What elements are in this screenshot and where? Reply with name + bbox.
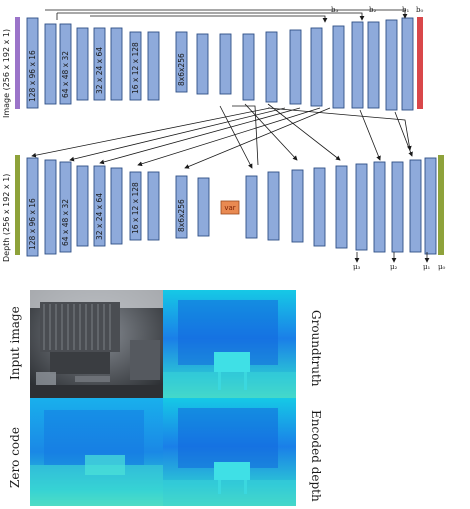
depth-block-label-7: 16 x 12 x 128 [131, 182, 140, 234]
image-block-11 [219, 33, 232, 95]
depth-block-20 [424, 157, 437, 255]
image-block-10 [196, 33, 209, 95]
image-block-15 [310, 27, 323, 107]
cross-connections [31, 103, 413, 169]
depth-block-4 [76, 165, 89, 247]
depth-block-9 [175, 175, 188, 239]
cross-arrow-1 [31, 107, 271, 158]
cross-arrow-2 [69, 107, 286, 162]
depth-block-11 [245, 175, 258, 239]
image-block-8 [147, 31, 160, 101]
input-image [30, 290, 163, 398]
depth-block-label-1: 128 x 96 x 16 [28, 198, 37, 250]
cross-arrow-6 [219, 105, 253, 169]
depth-input-column: Depth (256 x 192 x 1) [2, 155, 20, 262]
depth-block-1 [26, 157, 39, 257]
mu2-label: μ₂ [390, 263, 398, 271]
caption-input-image: Input image [8, 306, 22, 380]
image-block-label-3: 64 x 48 x 32 [61, 51, 70, 98]
image-block-13 [265, 31, 278, 103]
depth-block-3 [59, 161, 72, 253]
depth-block-10 [197, 177, 210, 237]
mu0-label: μ₀ [438, 263, 446, 271]
image-block-17 [351, 21, 364, 109]
depth-block-6 [110, 167, 123, 245]
depth-block-17 [373, 161, 386, 253]
image-input-label: Image (256 x 192 x 1) [2, 29, 11, 118]
image-block-6 [110, 27, 123, 101]
depth-input-bar [15, 155, 20, 255]
depth-block-7 [129, 171, 142, 241]
cross-arrow-8 [267, 103, 341, 161]
depth-block-15 [335, 165, 348, 249]
groundtruth-depth-image [163, 290, 296, 398]
depth-block-label-9: 8x6x256 [177, 199, 186, 232]
cross-arrow-3 [99, 107, 301, 165]
depth-block-label-3: 64 x 48 x 32 [61, 199, 70, 246]
depth-block-19 [409, 159, 422, 253]
depth-block-16 [355, 163, 368, 251]
b0-label: b₀ [416, 6, 423, 14]
image-block-12 [242, 33, 255, 101]
cross-arrow-9 [359, 109, 381, 161]
caption-groundtruth: Groundtruth [309, 310, 323, 387]
depth-block-label-5: 32 x 24 x 64 [95, 193, 104, 240]
var-label: var [224, 204, 235, 212]
mu1-label: μ₁ [423, 263, 431, 271]
encoded-depth-image [163, 398, 296, 506]
image-block-19 [385, 19, 398, 111]
skip-connector-1-line [57, 12, 365, 21]
skip-connector-3-line [45, 9, 408, 19]
depth-block-2 [44, 159, 57, 255]
image-block-7 [129, 31, 142, 101]
depth-block-5 [93, 165, 106, 247]
mu0-bar [438, 155, 444, 255]
skip-connections-top [45, 9, 408, 23]
b2-label: b₂ [369, 6, 376, 14]
skip-connector-2-line [90, 15, 328, 23]
depth-input-label: Depth (256 x 192 x 1) [2, 174, 11, 262]
image-block-label-7: 16 x 12 x 128 [131, 42, 140, 94]
b0-bar [417, 17, 423, 109]
depth-decoder-row: 128 x 96 x 16 64 x 48 x 32 32 x 24 x 64 16 … [26, 157, 437, 257]
depth-block-12 [267, 171, 280, 241]
image-block-14 [289, 29, 302, 105]
results-panel: Input image Groundtruth Zero code Encode… [8, 290, 323, 506]
image-block-3 [59, 23, 72, 105]
cross-line-12 [232, 105, 259, 166]
mu-output-arrows [354, 252, 430, 263]
zero-code-depth-image [30, 398, 163, 506]
cross-arrow-11 [267, 107, 412, 151]
image-block-5 [93, 27, 106, 101]
image-block-label-5: 32 x 24 x 64 [95, 47, 104, 94]
var-node: var [220, 200, 240, 215]
mu3-label: μ₃ [353, 263, 361, 271]
image-block-label-1: 128 x 96 x 16 [28, 50, 37, 102]
image-block-20 [401, 17, 414, 111]
image-block-4 [76, 27, 89, 101]
image-block-9 [175, 31, 188, 93]
image-input-column: Image (256 x 192 x 1) [2, 17, 20, 118]
image-encoder-row: 128 x 96 x 16 64 x 48 x 32 32 x 24 x 64 16 … [26, 17, 414, 111]
image-block-label-9: 8x6x256 [177, 53, 186, 86]
cross-arrow-7 [244, 103, 298, 161]
cross-arrow-10 [394, 111, 413, 157]
depth-block-8 [147, 171, 160, 241]
b1-label: b₁ [402, 6, 409, 14]
depth-block-13 [291, 169, 304, 243]
b3-label: b₃ [331, 6, 338, 14]
var-box [220, 200, 240, 215]
image-input-bar [15, 17, 20, 109]
image-block-2 [44, 23, 57, 105]
depth-block-18 [391, 161, 404, 253]
image-block-18 [367, 21, 380, 109]
cross-arrow-4 [137, 107, 321, 167]
cross-arrow-5 [184, 107, 331, 169]
caption-encoded-depth: Encoded depth [309, 410, 323, 502]
depth-block-14 [313, 167, 326, 247]
image-block-1 [26, 17, 39, 109]
image-block-16 [332, 25, 345, 109]
caption-zero-code: Zero code [8, 427, 22, 488]
